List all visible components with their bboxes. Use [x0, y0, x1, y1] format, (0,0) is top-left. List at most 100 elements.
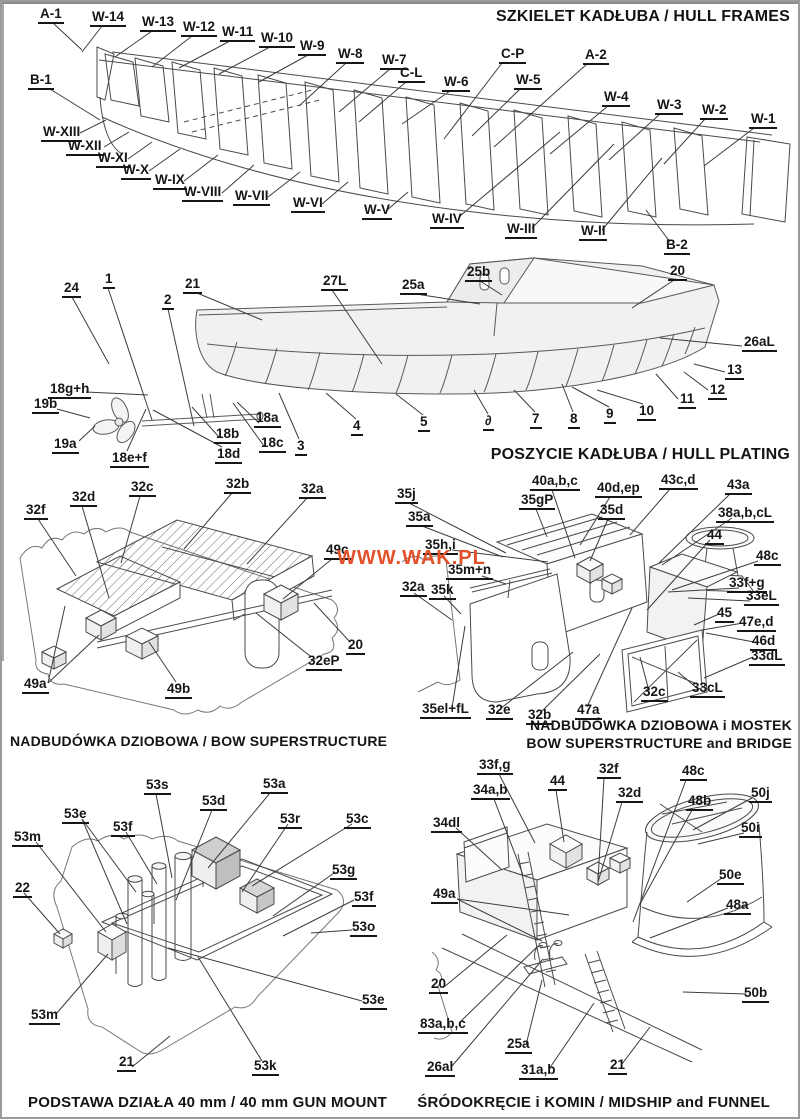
- leader-line: [56, 408, 91, 419]
- leader-line: [331, 289, 383, 365]
- leader-line: [49, 88, 101, 121]
- part-label-bow-superstructure-49c: 49c: [324, 543, 351, 560]
- part-label-hull-frames-W-4: W-4: [602, 90, 631, 107]
- part-label-midship-funnel-50b: 50b: [742, 986, 770, 1003]
- leader-line: [79, 119, 107, 134]
- part-label-hull-plating-18a: 18a: [254, 411, 281, 428]
- part-label-hull-plating-21: 21: [183, 277, 203, 294]
- leader-line: [456, 898, 570, 916]
- part-label-bow-superstructure-bridge-33f+g: 33f+g: [727, 576, 767, 593]
- leader-line: [395, 393, 424, 416]
- part-label-gun-mount-53g: 53g: [330, 863, 358, 880]
- leader-line: [548, 1002, 595, 1070]
- part-label-bow-superstructure-bridge-32e: 32e: [486, 703, 513, 720]
- part-label-hull-frames-W-III: W-III: [505, 222, 538, 239]
- leader-line: [183, 154, 219, 182]
- leader-line: [421, 525, 504, 558]
- part-label-bow-superstructure-20: 20: [346, 638, 366, 655]
- panel-title-bridge-line2: BOW SUPERSTRUCTURE and BRIDGE: [526, 735, 792, 751]
- part-label-hull-frames-W-VIII: W-VIII: [182, 185, 224, 202]
- part-label-hull-plating-27L: 27L: [321, 274, 349, 291]
- leader-line: [667, 587, 740, 593]
- part-label-bow-superstructure-32f: 32f: [24, 503, 48, 520]
- part-label-gun-mount-53e: 53e: [62, 807, 89, 824]
- part-label-bow-superstructure-bridge-33dL: 33dL: [749, 649, 785, 666]
- part-label-hull-plating-13: 13: [725, 363, 745, 380]
- leader-line: [589, 518, 609, 562]
- part-label-midship-funnel-21: 21: [608, 1058, 628, 1075]
- leader-line: [385, 191, 409, 212]
- leader-line: [126, 408, 147, 452]
- part-label-bow-superstructure-bridge-45: 45: [715, 606, 735, 623]
- part-label-hull-frames-W-7: W-7: [380, 53, 409, 70]
- leader-line: [655, 373, 679, 400]
- part-label-hull-plating-5: 5: [418, 415, 430, 432]
- leader-line: [551, 489, 576, 559]
- leader-line: [663, 118, 706, 165]
- leader-line: [621, 1026, 651, 1065]
- leader-line: [531, 143, 615, 229]
- part-label-hull-frames-W-5: W-5: [514, 73, 543, 90]
- part-label-hull-frames-C-L: C-L: [398, 66, 425, 83]
- leader-line: [692, 797, 753, 831]
- part-label-hull-plating-2: 2: [162, 293, 174, 310]
- part-label-bow-superstructure-bridge-35d: 35d: [598, 503, 626, 520]
- part-label-hull-frames-W-6: W-6: [442, 75, 471, 92]
- part-label-bow-superstructure-bridge-35h,i: 35h,i: [423, 538, 458, 555]
- part-label-midship-funnel-48a: 48a: [724, 898, 751, 915]
- leader-line: [493, 63, 588, 148]
- part-label-hull-plating-24: 24: [62, 281, 82, 298]
- leader-line: [152, 409, 223, 448]
- leader-line: [639, 809, 693, 905]
- part-label-hull-plating-18c: 18c: [259, 436, 286, 453]
- part-label-midship-funnel-26al: 26al: [425, 1060, 456, 1077]
- leader-line: [677, 671, 699, 690]
- leader-line: [629, 488, 671, 536]
- part-label-bow-superstructure-bridge-35m+n: 35m+n: [446, 563, 494, 580]
- leader-line: [579, 496, 611, 546]
- part-label-midship-funnel-33f,g: 33f,g: [477, 758, 513, 775]
- leader-line: [321, 181, 349, 205]
- leader-line: [671, 560, 759, 591]
- leader-line: [608, 113, 661, 161]
- hull-frames-drawing: [96, 46, 791, 226]
- part-label-hull-plating-18e+f: 18e+f: [110, 451, 149, 468]
- leader-line: [167, 947, 363, 1002]
- part-label-midship-funnel-50i: 50i: [739, 821, 762, 838]
- part-label-hull-plating-25a: 25a: [400, 278, 427, 295]
- part-label-bow-superstructure-bridge-47a: 47a: [575, 703, 602, 720]
- part-label-bow-superstructure-49b: 49b: [165, 682, 193, 699]
- leader-line: [401, 90, 451, 125]
- leader-line: [535, 508, 548, 538]
- part-label-hull-frames-W-V: W-V: [362, 203, 392, 220]
- part-label-bow-superstructure-bridge-35el+fL: 35el+fL: [420, 702, 471, 719]
- part-label-hull-frames-W-10: W-10: [259, 31, 295, 48]
- leader-line: [127, 141, 153, 160]
- part-label-gun-mount-53r: 53r: [278, 812, 303, 829]
- leader-line: [597, 777, 605, 881]
- part-label-gun-mount-53s: 53s: [144, 778, 171, 795]
- leader-line: [513, 389, 536, 413]
- part-label-hull-frames-W-11: W-11: [220, 25, 256, 42]
- leader-line: [81, 818, 128, 925]
- part-label-midship-funnel-50e: 50e: [717, 868, 744, 885]
- leader-line: [597, 801, 623, 883]
- part-label-hull-frames-W-VI: W-VI: [291, 196, 325, 213]
- part-label-hull-frames-W-II: W-II: [579, 224, 608, 241]
- part-label-hull-frames-A-2: A-2: [583, 48, 609, 65]
- part-label-hull-frames-W-2: W-2: [700, 103, 729, 120]
- leader-line: [632, 779, 687, 923]
- part-label-midship-funnel-49a: 49a: [431, 887, 458, 904]
- leader-line: [415, 293, 481, 305]
- leader-line: [120, 495, 141, 564]
- leader-line: [661, 517, 733, 566]
- leader-line: [443, 62, 503, 140]
- part-label-midship-funnel-31a,b: 31a,b: [519, 1063, 558, 1080]
- part-label-hull-frames-W-XII: W-XII: [66, 139, 104, 156]
- leader-line: [601, 157, 663, 231]
- leader-line: [218, 46, 271, 75]
- leader-line: [358, 81, 407, 123]
- part-label-hull-frames-W-VII: W-VII: [233, 189, 271, 206]
- part-label-midship-funnel-32f: 32f: [597, 762, 621, 779]
- part-label-midship-funnel-48b: 48b: [686, 794, 714, 811]
